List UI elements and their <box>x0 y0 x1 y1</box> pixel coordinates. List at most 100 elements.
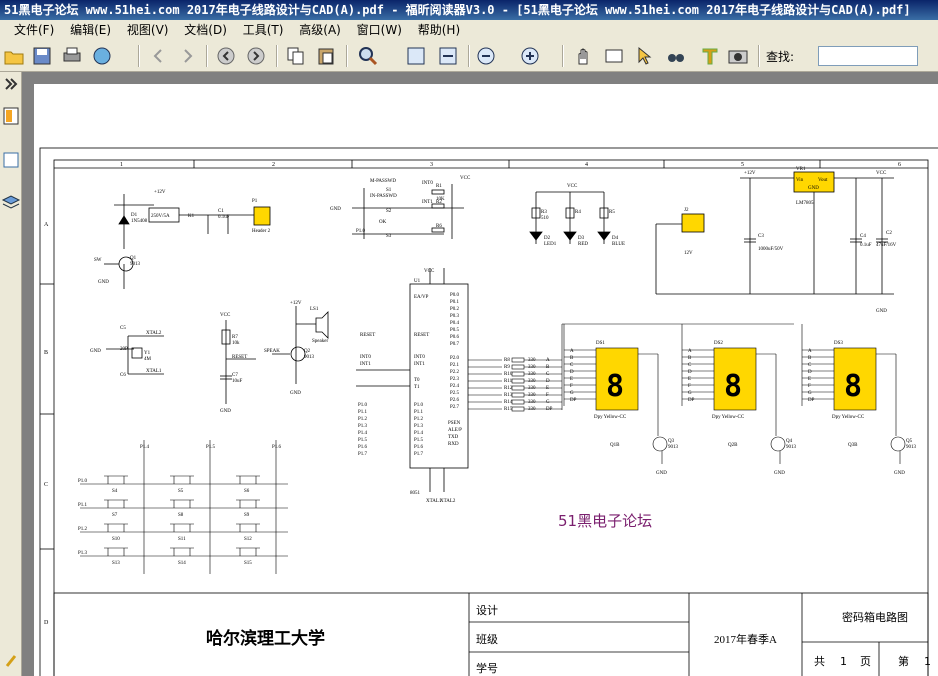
sw-label: SW <box>94 258 102 263</box>
find-input[interactable] <box>818 46 918 66</box>
menu-document[interactable]: 文档(D) <box>184 23 227 37</box>
gnd-label-6: GND <box>290 391 301 396</box>
resistor-value-1: 330 <box>528 365 536 370</box>
c5-value: 20P <box>120 347 128 352</box>
segment-net-1: B <box>546 365 550 370</box>
fit-page-icon[interactable] <box>404 44 428 68</box>
net-label-P1.0: P1.0 <box>358 403 368 408</box>
key-switch-S5: S5 <box>178 489 184 494</box>
mcu-pin-right-3: RXD <box>448 442 459 447</box>
base-net-label: Q2B <box>728 443 738 448</box>
copy-icon[interactable] <box>284 44 308 68</box>
next-page-icon[interactable] <box>244 44 268 68</box>
paste-icon[interactable] <box>314 44 338 68</box>
j2-value: 12V <box>684 251 693 256</box>
gnd-label-2: GND <box>330 207 341 212</box>
display-body-3 <box>833 347 877 411</box>
back-icon[interactable] <box>146 44 170 68</box>
menu-file[interactable]: 文件(F) <box>14 23 55 37</box>
bookmark-icon[interactable] <box>1 106 21 126</box>
menu-edit[interactable]: 编辑(E) <box>70 23 112 37</box>
j2: J2 <box>684 208 689 213</box>
resistor-value-3: 330 <box>528 379 536 384</box>
vcc-label-3: VCC <box>876 171 887 176</box>
camera-icon[interactable] <box>726 44 750 68</box>
open-icon[interactable] <box>2 44 26 68</box>
menu-window[interactable]: 窗口(W) <box>356 23 402 37</box>
mcu-pin-P2.3: P2.3 <box>450 377 460 382</box>
mcu-pin-P1.5: P1.5 <box>414 438 424 443</box>
xtal2-pin: XTAL2 <box>440 499 456 504</box>
r7-value: 10k <box>232 341 240 346</box>
col-net-1: P1.5 <box>206 445 216 450</box>
text-tool-icon[interactable] <box>698 44 722 68</box>
display-seg-F: F <box>570 384 573 389</box>
hand-icon[interactable] <box>572 44 596 68</box>
menu-advanced[interactable]: 高级(A) <box>299 23 341 37</box>
resistor-R15 <box>511 406 525 412</box>
xtal1-label: XTAL1 <box>146 369 162 374</box>
t1-pin: T1 <box>414 385 420 390</box>
attachment-icon[interactable] <box>1 650 21 670</box>
resistor-label-R10: R10 <box>504 372 513 377</box>
gnd-label-4: GND <box>90 349 101 354</box>
layers-icon[interactable] <box>1 192 21 212</box>
save-icon[interactable] <box>30 44 54 68</box>
net-label-P1.7: P1.7 <box>358 452 368 457</box>
page-value: 1 <box>924 655 931 668</box>
grid-row-d: D <box>44 620 49 626</box>
r6: R6 <box>436 224 442 229</box>
s2: S2 <box>386 209 392 214</box>
document-viewport[interactable]: 1 2 3 4 5 6 A B C D + <box>22 72 938 676</box>
relay-label: 250V/5A <box>151 214 170 219</box>
select-icon[interactable] <box>632 44 656 68</box>
key-switch-S4: S4 <box>112 489 118 494</box>
mcu-pin-P0.2: P0.2 <box>450 307 460 312</box>
snapshot-icon[interactable] <box>602 44 626 68</box>
transistor-label: Q4 <box>786 439 793 444</box>
zoom-out-icon[interactable] <box>474 44 498 68</box>
mcu-pin-P1.1: P1.1 <box>414 410 424 415</box>
mcu-pin-P1.2: P1.2 <box>414 417 424 422</box>
c3: C3 <box>758 234 764 239</box>
mcu-pin-right-0: PSEN <box>448 421 461 426</box>
menu-help[interactable]: 帮助(H) <box>417 23 461 37</box>
mcu-pin-right-2: TXD <box>448 435 459 440</box>
c4: C4 <box>860 234 866 239</box>
display-label: DS2 <box>714 341 723 346</box>
prev-page-icon[interactable] <box>214 44 238 68</box>
sidebar <box>0 72 22 676</box>
key-switch-S7: S7 <box>112 513 118 518</box>
c7-value: 10uF <box>232 379 243 384</box>
total-value: 1 <box>840 655 847 668</box>
d2: D2 <box>544 236 551 241</box>
q1-label: Q1 <box>130 256 137 261</box>
zoom-in-icon[interactable] <box>518 44 542 68</box>
y1: Y1 <box>144 351 151 356</box>
menu-view[interactable]: 视图(V) <box>126 23 169 37</box>
student-id-label: 学号 <box>476 661 498 675</box>
forward-icon[interactable] <box>176 44 200 68</box>
thumbnails-icon[interactable] <box>1 150 21 170</box>
expand-icon[interactable] <box>1 74 21 94</box>
key-switch-S8: S8 <box>178 513 184 518</box>
mcu-pin-P0.5: P0.5 <box>450 328 460 333</box>
mcu-pin-P2.0: P2.0 <box>450 356 460 361</box>
display-seg-D: D <box>808 370 812 375</box>
cap1-value: 0.1uF <box>218 215 230 220</box>
fit-width-icon[interactable] <box>436 44 460 68</box>
c5: C5 <box>120 326 126 331</box>
display-seg-DP: DP <box>570 398 577 403</box>
print-icon[interactable] <box>60 44 84 68</box>
resistor-label-R8: R8 <box>504 358 510 363</box>
col-net-2: P1.6 <box>272 445 282 450</box>
zoom-icon[interactable] <box>356 44 380 68</box>
resistor-R10 <box>511 371 525 377</box>
resistor-value-4: 330 <box>528 386 536 391</box>
email-icon[interactable] <box>90 44 114 68</box>
resistor-label-R12: R12 <box>504 386 513 391</box>
transistor-part: 9013 <box>668 445 679 450</box>
binoculars-icon[interactable] <box>664 44 688 68</box>
menu-tools[interactable]: 工具(T) <box>242 23 284 37</box>
